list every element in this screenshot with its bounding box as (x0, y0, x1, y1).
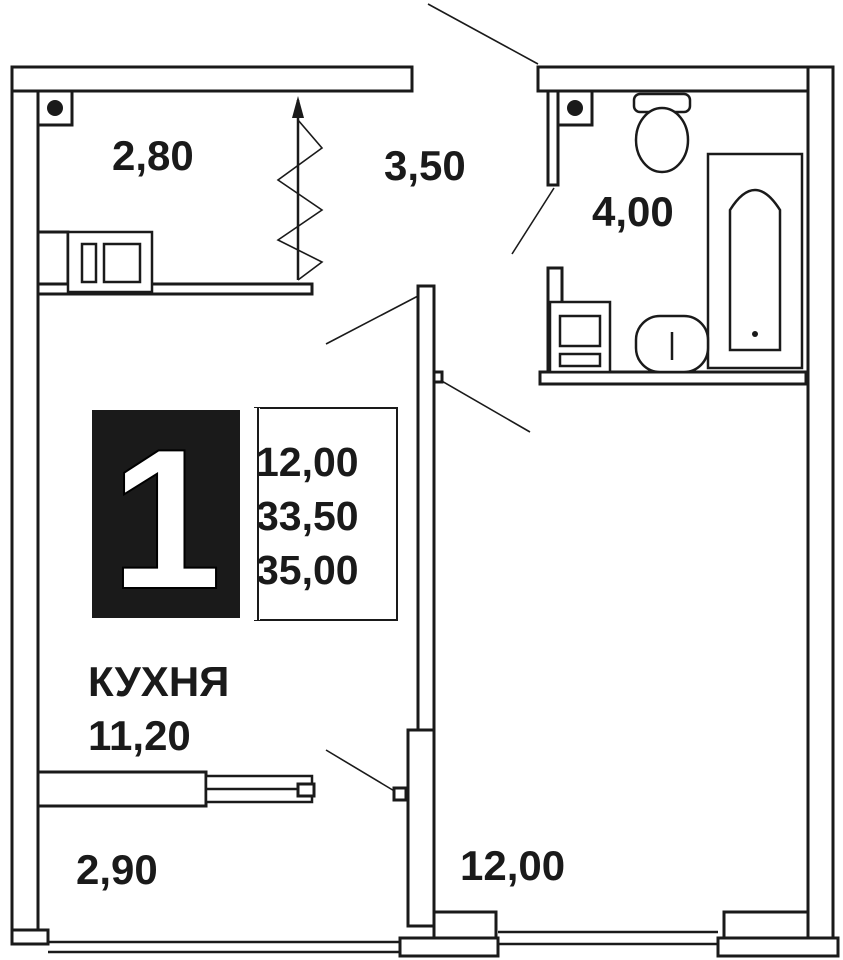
living-door-swing (439, 379, 531, 433)
bathroom-door-swing (511, 187, 555, 255)
bathroom (511, 89, 808, 386)
wall-right (806, 65, 835, 942)
balcony-area-label: 2,90 (76, 846, 158, 893)
stove-oven (102, 242, 142, 284)
partition-upper (416, 284, 436, 732)
storage-door-zigzag (276, 119, 324, 281)
storage-partition (36, 89, 324, 296)
outer-walls (10, 65, 840, 958)
vent-icon (47, 100, 63, 116)
kitchen-appliance-side (36, 230, 70, 286)
wall-bottom-right (716, 936, 840, 958)
living-door-stop (432, 370, 444, 384)
summary-box (254, 407, 398, 621)
wall-top-left (10, 65, 414, 93)
bathtub-drain (752, 331, 758, 337)
total-area-balcony-value: 35,00 (256, 547, 359, 593)
bathroom-area-label: 4,00 (592, 188, 674, 235)
balcony-wall (36, 770, 208, 808)
wall-bottom-living-left (432, 910, 498, 940)
balcony-door-stop (392, 786, 408, 802)
total-area-value: 33,50 (256, 493, 359, 539)
balcony-partition (36, 770, 316, 808)
storage-bottom-wall (36, 282, 314, 296)
toilet-bowl (634, 106, 690, 174)
wall-left (10, 65, 40, 942)
wall-bottom-left (10, 928, 50, 946)
wall-bottom-living-right (722, 910, 810, 940)
washer-door (558, 314, 602, 348)
rooms-count-box (92, 410, 240, 618)
bathtub-inner (728, 188, 782, 352)
washer-panel (558, 352, 602, 368)
wall-top-right (536, 65, 835, 93)
washer-side (546, 266, 564, 306)
storage-arrow-head (292, 96, 304, 118)
partition-lower (406, 728, 436, 928)
kitchen-name-label: КУХНЯ (88, 658, 229, 705)
living-room-area-label: 12,00 (460, 842, 565, 889)
balcony-door-swing (325, 749, 397, 793)
summary-box-gap (240, 408, 260, 620)
kitchen-living-partition (325, 284, 531, 928)
entrance-door-swing (427, 3, 539, 65)
bathroom-wall-upper (546, 89, 560, 187)
living-area-value: 12,00 (256, 439, 359, 485)
kitchen-area-label: 11,20 (88, 712, 191, 759)
balcony-window-stop (296, 782, 316, 798)
wall-bottom-mid (398, 936, 500, 958)
stove-panel (80, 242, 98, 284)
bathroom-vent-icon (567, 100, 583, 116)
hall-area-label: 3,50 (384, 142, 466, 189)
kitchen-door-swing (325, 295, 419, 345)
storage-area-label: 2,80 (112, 132, 194, 179)
apartment-summary-badge: 1 12,00 33,50 35,00 (92, 407, 398, 632)
rooms-count: 1 (110, 408, 221, 631)
bathroom-bottom-wall (538, 370, 808, 386)
